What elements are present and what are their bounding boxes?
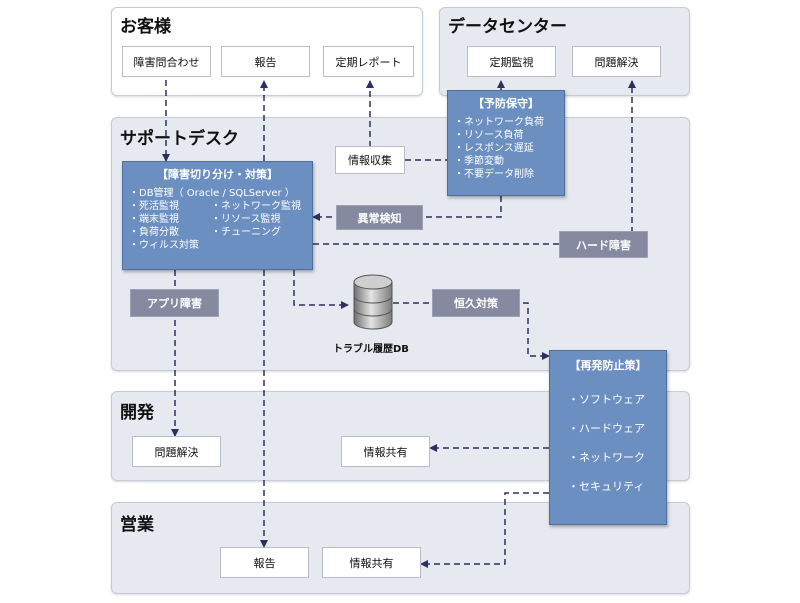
datacenter-problem-solve-box: 問題解決 bbox=[572, 46, 661, 77]
customer-inquiry-box: 障害問合わせ bbox=[122, 46, 211, 77]
preventive-maintenance-box: 【予防保守】 ・ネットワーク負荷 ・リソース負荷 ・レスポンス遅延 ・季節変動 … bbox=[447, 90, 565, 196]
database-label: トラブル履歴DB bbox=[333, 344, 409, 355]
anomaly-detect-label: 異常検知 bbox=[336, 205, 423, 230]
recurrence-item: ・ソフトウェア bbox=[568, 393, 645, 406]
permanent-fix-label: 恒久対策 bbox=[432, 289, 520, 317]
triage-title: 【障害切り分け・対策】 bbox=[157, 168, 278, 181]
arrow-preventive-to-triage bbox=[312, 196, 502, 221]
database-icon bbox=[353, 274, 393, 330]
triage-right-column: ・ネットワーク監視 ・リソース監視 ・チューニング bbox=[211, 200, 301, 252]
support-title: サポートデスク bbox=[120, 129, 239, 149]
triage-item: ・ネットワーク監視 bbox=[211, 201, 301, 212]
sales-title: 営業 bbox=[120, 515, 154, 535]
hardware-fault-label: ハード障害 bbox=[559, 231, 648, 258]
arrow-db-to-recurrence bbox=[393, 302, 550, 360]
triage-item: ・端末監視 bbox=[129, 214, 179, 225]
datacenter-monitor-box: 定期監視 bbox=[467, 46, 556, 77]
preventive-item: ・季節変動 bbox=[454, 156, 504, 167]
arrow-recurrence-to-sales-share bbox=[420, 492, 549, 568]
customer-title: お客様 bbox=[120, 17, 171, 37]
recurrence-item: ・ネットワーク bbox=[568, 451, 645, 464]
recurrence-title: 【再発防止策】 bbox=[569, 359, 647, 372]
preventive-item: ・レスポンス遅延 bbox=[454, 143, 534, 154]
preventive-item: ・リソース負荷 bbox=[454, 130, 524, 141]
recurrence-item: ・セキュリティ bbox=[568, 480, 645, 493]
triage-left-column: ・死活監視 ・端末監視 ・負荷分散 ・ウィルス対策 bbox=[129, 200, 211, 252]
app-fault-label: アプリ障害 bbox=[130, 289, 219, 317]
triage-item: ・DB管理（ Oracle / SQLServer ） bbox=[129, 188, 295, 199]
recurrence-prevention-box: 【再発防止策】 ・ソフトウェア ・ハードウェア ・ネットワーク ・セキュリティ bbox=[549, 350, 667, 525]
datacenter-title: データセンター bbox=[448, 17, 567, 37]
sales-report-box: 報告 bbox=[220, 547, 309, 578]
triage-item: ・負荷分散 bbox=[129, 227, 179, 238]
preventive-item: ・不要データ削除 bbox=[454, 169, 534, 180]
triage-item: ・リソース監視 bbox=[211, 214, 281, 225]
triage-item: ・ウィルス対策 bbox=[129, 240, 199, 251]
triage-item-columns: ・死活監視 ・端末監視 ・負荷分散 ・ウィルス対策 ・ネットワーク監視 ・リソー… bbox=[129, 200, 306, 252]
triage-item: ・死活監視 bbox=[129, 201, 179, 212]
info-collect-box: 情報収集 bbox=[335, 146, 405, 174]
dev-problem-solve-box: 問題解決 bbox=[132, 436, 221, 467]
customer-report-box: 報告 bbox=[221, 46, 310, 77]
triage-item: ・チューニング bbox=[211, 227, 281, 238]
sales-info-share-box: 情報共有 bbox=[322, 547, 421, 578]
recurrence-item: ・ハードウェア bbox=[568, 422, 645, 435]
arrow-triage-to-db bbox=[293, 270, 349, 309]
dev-info-share-box: 情報共有 bbox=[341, 436, 430, 467]
triage-box: 【障害切り分け・対策】 ・DB管理（ Oracle / SQLServer ） … bbox=[122, 161, 313, 270]
customer-regular-report-box: 定期レポート bbox=[323, 46, 414, 77]
development-title: 開発 bbox=[120, 403, 154, 423]
preventive-title: 【予防保守】 bbox=[473, 97, 539, 110]
preventive-item: ・ネットワーク負荷 bbox=[454, 117, 544, 128]
